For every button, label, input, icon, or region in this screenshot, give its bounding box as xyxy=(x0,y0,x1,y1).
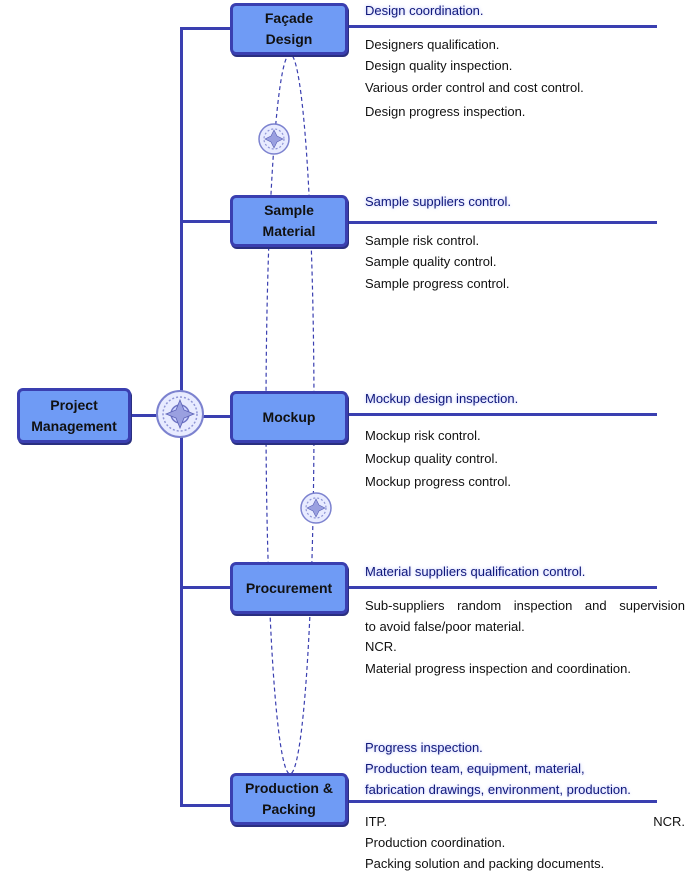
detail-item: Mockup risk control. xyxy=(365,428,481,443)
detail-heading: Design coordination. xyxy=(365,3,484,18)
stage-label: Production & Packing xyxy=(245,780,333,817)
detail-item: Packing solution and packing documents. xyxy=(365,856,605,871)
emblem-icon xyxy=(300,492,332,524)
detail-item: ITP. xyxy=(365,814,388,829)
emblem-icon xyxy=(258,123,290,155)
stage-label: Procurement xyxy=(245,579,333,596)
branch-connector-5 xyxy=(180,804,230,807)
stage-label: Façade Design xyxy=(264,10,314,47)
detail-item: Material progress inspection and coordin… xyxy=(365,661,631,676)
detail-heading: Sample suppliers control. xyxy=(365,194,511,209)
detail-item: Sample progress control. xyxy=(365,276,510,291)
detail-heading: Mockup design inspection. xyxy=(365,391,519,406)
detail-line-2 xyxy=(348,221,657,224)
project-management-box: Project Management xyxy=(17,388,131,443)
detail-heading: fabrication drawings, environment, produ… xyxy=(365,782,631,797)
branch-connector-2 xyxy=(180,220,230,223)
stage-label: Sample Material xyxy=(262,202,316,239)
detail-item-row: ITP. NCR. xyxy=(365,814,685,830)
branch-connector-1 xyxy=(180,27,230,30)
detail-item: Design quality inspection. xyxy=(365,58,513,73)
detail-line-5 xyxy=(348,800,657,803)
detail-item: to avoid false/poor material. xyxy=(365,619,525,634)
stage-label: Mockup xyxy=(262,408,316,425)
facade-design-box: Façade Design xyxy=(230,3,348,55)
detail-line-4 xyxy=(348,586,657,589)
detail-heading: Material suppliers qualification control… xyxy=(365,564,586,579)
detail-line-3 xyxy=(348,413,657,416)
root-label: Project Management xyxy=(31,396,117,434)
detail-item: Mockup quality control. xyxy=(365,451,498,466)
detail-item: Sample quality control. xyxy=(365,254,497,269)
detail-item: Various order control and cost control. xyxy=(365,80,584,95)
sample-material-box: Sample Material xyxy=(230,195,348,247)
detail-item: NCR. xyxy=(365,639,397,654)
production-packing-box: Production & Packing xyxy=(230,773,348,825)
mockup-box: Mockup xyxy=(230,391,348,443)
detail-item: Mockup progress control. xyxy=(365,474,511,489)
procurement-box: Procurement xyxy=(230,562,348,614)
detail-item: Design progress inspection. xyxy=(365,104,526,119)
branch-connector-4 xyxy=(180,586,230,589)
detail-heading: Production team, equipment, material, xyxy=(365,761,585,776)
detail-heading: Progress inspection. xyxy=(365,740,483,755)
detail-line-1 xyxy=(348,25,657,28)
detail-item: Sub-suppliers random inspection and supe… xyxy=(365,598,685,613)
branch-connector-3 xyxy=(180,415,230,418)
detail-item: Sample risk control. xyxy=(365,233,480,248)
detail-item: NCR. xyxy=(653,814,685,829)
emblem-icon xyxy=(156,390,204,438)
detail-item: Production coordination. xyxy=(365,835,506,850)
detail-item: Designers qualification. xyxy=(365,37,500,52)
